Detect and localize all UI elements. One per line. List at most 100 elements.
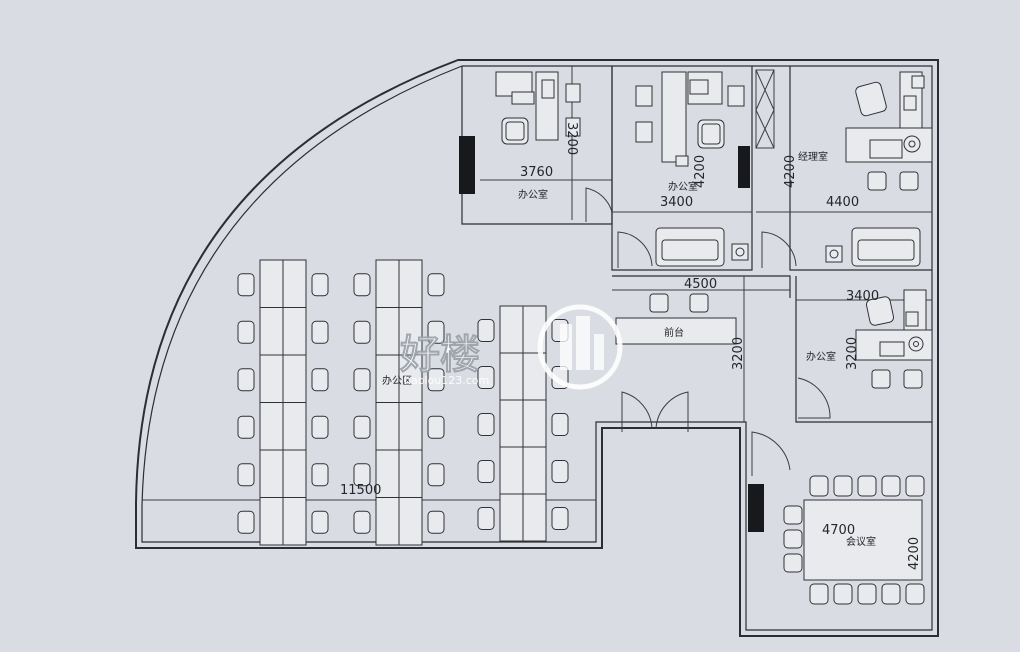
desk [282,497,307,546]
chair [477,413,495,436]
desk [375,259,400,308]
dim-3760: 3760 [520,165,553,180]
chair [427,273,445,297]
dim-3400-a: 3400 [660,195,693,210]
desk [499,305,524,354]
desk [282,449,307,498]
room-label-office-right: 办公室 [806,350,836,363]
reception-furniture [615,293,737,345]
chair [783,529,803,549]
room-labels: 办公室 办公室 经理室 办公室 办公区 前台 会议室 [382,150,876,548]
desk [259,497,284,546]
desk [375,497,400,546]
watermark-logo-icon [537,304,623,390]
chair [237,368,255,392]
desk [282,307,307,356]
office-right-furniture [855,289,933,389]
desk [499,399,524,448]
dim-11500: 11500 [340,483,381,498]
chair [237,510,255,534]
office-top-left-furniture [495,71,581,145]
chair [353,368,371,392]
dark-blocks [459,136,764,532]
chair [477,319,495,342]
room-label-office-top-left: 办公室 [518,188,548,201]
desk [259,307,284,356]
chair [809,475,829,497]
chair [353,273,371,297]
chair [427,368,445,392]
chair [353,415,371,439]
desk [522,446,547,495]
desk [375,307,400,356]
desk [398,497,423,546]
desk [282,402,307,451]
chair [353,510,371,534]
chair [905,475,925,497]
chair [311,463,329,487]
desk [522,493,547,542]
dim-3200-right: 3200 [845,337,860,370]
room-label-manager: 经理室 [798,150,828,163]
room-label-meeting: 会议室 [846,535,876,548]
desk [259,354,284,403]
top-room-walls [461,66,932,476]
chair [905,583,925,605]
dim-4400: 4400 [826,195,859,210]
chair [809,583,829,605]
watermark-brand: 好楼 [399,332,480,378]
chair [881,583,901,605]
dim-3400-b: 3400 [846,289,879,304]
dim-4500: 4500 [684,277,717,292]
chair [783,505,803,525]
chair [311,368,329,392]
desk [499,352,524,401]
meeting-room-furniture [783,475,925,605]
chair [237,463,255,487]
chair [551,460,569,483]
desk [259,259,284,308]
watermark: 好楼 haolou123.com [399,304,623,390]
room-label-office-top-mid: 办公室 [668,180,698,193]
desk [398,449,423,498]
chair [833,583,853,605]
chair [857,583,877,605]
manager-room-furniture [825,71,933,267]
room-label-reception: 前台 [664,326,684,339]
chair [237,415,255,439]
chair [311,273,329,297]
open-office-desks [237,259,569,546]
dim-4200-b: 4200 [783,155,798,188]
desk [259,402,284,451]
watermark-url: haolou123.com [404,374,489,387]
dimension-labels: 3760 3200 4200 3400 4200 4400 4500 3400 … [340,122,922,570]
chair [353,463,371,487]
room-label-open-office: 办公区 [382,374,412,387]
chair [783,553,803,573]
desk [282,259,307,308]
dim-3200-mid: 3200 [731,337,746,370]
chair [311,510,329,534]
dim-4200-c: 4200 [907,537,922,570]
chair [427,415,445,439]
chair [427,510,445,534]
dim-4200-a: 4200 [693,155,708,188]
chair [551,413,569,436]
chair [551,507,569,530]
chair [427,463,445,487]
desk [499,493,524,542]
chair [237,273,255,297]
dim-3200-top: 3200 [564,122,579,155]
desk [398,402,423,451]
chair [833,475,853,497]
desk [375,402,400,451]
chair [857,475,877,497]
chair [427,320,445,344]
desk [522,399,547,448]
office-top-mid-furniture [635,71,749,267]
chair [477,460,495,483]
meeting-table [803,499,923,581]
chair [881,475,901,497]
desk [499,446,524,495]
